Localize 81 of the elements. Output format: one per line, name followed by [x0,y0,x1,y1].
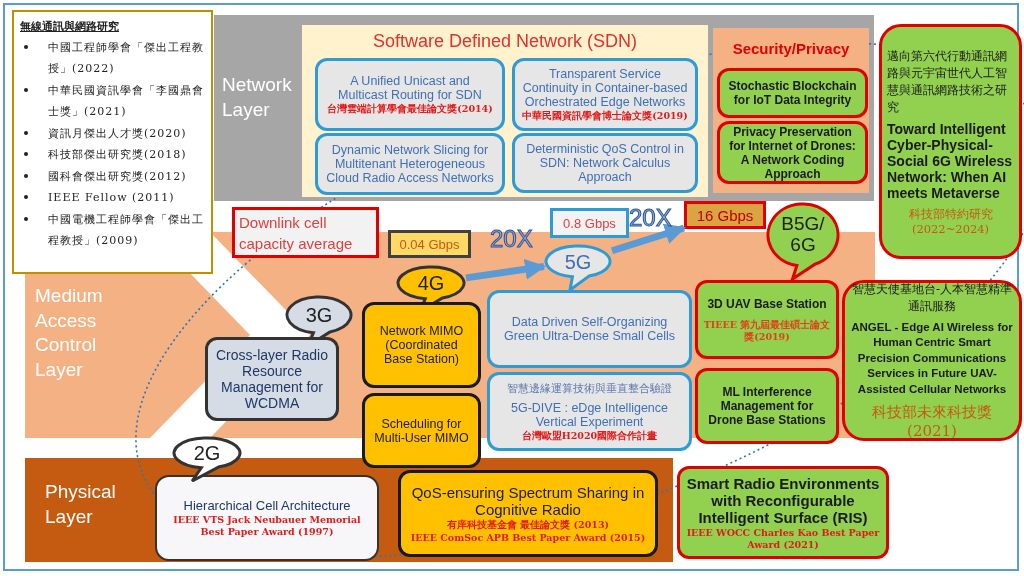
paper-box [717,68,868,118]
award-note: IEEE ComSoc APB Best Paper Award (2015) [410,531,646,544]
generation-label: B5G/ 6G [780,214,826,256]
paper-box [155,475,379,561]
project-box [487,372,692,451]
paper-box [315,58,505,131]
award-note: 科技部未來科技獎(2021) [871,403,993,441]
layer-label: Network Layer [222,73,293,122]
award-item: 中國工程師學會「傑出工程教授」(2022) [48,40,205,78]
security-panel [713,28,869,193]
edge-label: 20X [629,206,672,230]
award-item: 科技部傑出研究獎(2018) [48,147,188,164]
award-note: TIEEE 第九屆最佳碩士論文獎(2019) [703,318,831,343]
rate-box [388,230,471,258]
rate-label: Downlink cell capacity average [239,212,354,254]
paper-title: Scheduling for Multi-User MIMO [373,416,470,445]
paper-box [695,368,839,444]
paper-box [512,133,698,193]
rate-label: 16 Gbps [696,206,754,224]
paper-title: Privacy Preservation for Internet of Drones: A Network Coding Approach [728,124,857,181]
paper-title: A Unified Unicast and Multicast Routing for SDN [337,74,483,103]
generation-label: 2G [193,442,221,464]
layer-band [214,15,874,201]
paper-box [717,121,868,184]
capacity-label-box [232,207,379,258]
paper-box [677,466,889,559]
paper-title: Dynamic Network Slicing for Multitenant Heterogeneous Cloud Radio Access Networks [325,143,495,185]
project-title: ANGEL - Edge AI Wireless for Human Centric Smart Precision Communications Services in Future UAV-Assisted Cellular Networks [850,319,1014,397]
paper-title: 3D UAV Base Station [707,296,827,311]
rate-label: 0.04 Gbps [399,236,460,252]
generation-label: 5G [564,250,592,273]
paper-box [512,58,698,131]
paper-title: Hierarchical Cell Architecture [183,498,351,514]
layer-label: Medium Access Control Layer [35,284,104,383]
award-item: 資訊月傑出人才獎(2020) [48,125,188,142]
paper-title: Stochastic Blockchain for IoT Data Integrity [727,79,858,107]
generation-label: 3G [305,304,333,326]
rate-box [684,201,766,229]
project-box [879,24,1022,259]
award-item: IEEE Fellow (2011) [48,190,176,207]
award-note: IEEE VTS Jack Neubauer Memorial Best Paper Award (1997) [172,514,362,538]
project-title: 智慧邊緣運算技術與垂直整合驗證 [507,381,672,397]
paper-title: Cross-layer Radio Resource Management for WCDMA [214,347,329,411]
sdn-panel [302,25,708,197]
award-note: 有庠科技基金會 最佳論文獎 (2013) [446,518,609,531]
award-item: 中國電機工程師學會「傑出工程教授」(2009) [48,211,205,249]
award-note: IEEE WOCC Charles Kao Best Paper Award (2021) [685,526,881,551]
paper-title: Network MIMO (Coordinated Base Station) [378,324,465,366]
paper-title: Data Driven Self-Organizing Green Ultra-Dense Small Cells [503,315,676,343]
award-note: 台灣歐盟H2020國際合作計畫 [521,430,658,442]
paper-title: Smart Radio Environments with Reconfigurable Intelligent Surface (RIS) [685,474,881,526]
panel-title: Software Defined Network (SDN) [371,31,639,52]
project-box [842,280,1022,441]
award-note: 科技部特約研究(2022~2024) [907,206,994,236]
generation-label: 4G [417,272,445,294]
panel-title: Security/Privacy [731,40,851,57]
arrow [465,258,547,282]
layer-band [25,458,673,562]
paper-title: Transparent Service Continuity in Container-based Orchestrated Edge Networks [521,67,689,110]
paper-box [695,280,839,359]
award-item: 中華民國資訊學會「李國鼎會士獎」(2021) [48,82,205,121]
rate-label: 0.8 Gbps [563,215,616,231]
paper-title: Deterministic QoS Control in SDN: Network Calculus Approach [525,142,685,184]
paper-box [362,393,481,468]
award-list-box [12,10,213,274]
paper-box [398,470,658,557]
edge-label: 20X [490,227,533,251]
project-title: 智慧天使基地台-人本智慧精準通訊服務 [850,280,1014,315]
rate-box [550,208,629,238]
paper-title: ML Interference Management for Drone Base Stations [707,385,827,427]
award-note: 中華民國資訊學會博士論文獎(2019) [522,110,688,122]
project-title: Toward Intelligent Cyber-Physical-Social 6G Wireless Network: When AI meets Metaverse [887,120,1014,201]
award-item: 國科會傑出研究獎(2012) [48,168,188,185]
layer-label: Physical Layer [45,480,117,529]
project-title: 邁向第六代行動通訊網路與元宇宙世代人工智慧與通訊網路技術之研究 [887,47,1008,116]
project-title: 5G-DIVE : eDge Intelligence Vertical Experiment [510,401,669,430]
list-heading: 無線通訊與網路研究 [20,19,120,34]
arrow [610,223,686,255]
paper-title: QoS-ensuring Spectrum Sharing in Cognitive Radio [410,483,646,518]
award-note: 台灣雲端計算學會最佳論文獎(2014) [327,103,493,115]
paper-box [315,133,505,195]
